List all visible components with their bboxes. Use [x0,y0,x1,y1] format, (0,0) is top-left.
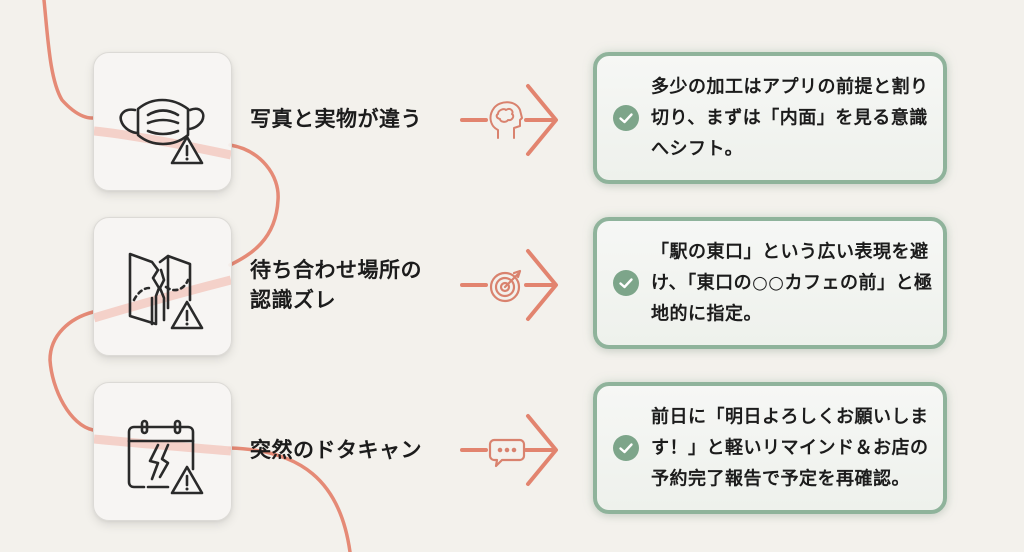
check-circle-icon [613,105,639,131]
solution-text: 前日に「明日よろしくお願いします！」と軽いリマインド＆お店の予約完了報告で予定を… [651,406,929,490]
solution-text: 「駅の東口」という広い表現を避け、「東口の○○カフェの前」と極地的に指定。 [651,241,933,325]
problem-icon-tile [93,52,232,191]
chat-bubble-icon [488,438,526,468]
broken-map-warning-icon [94,252,231,330]
row-3: 突然のドタキャン 前日に「明日よろしくお願いします！」と軽いリマインド＆お店の予… [0,370,1024,530]
solution-card: 「駅の東口」という広い表現を避け、「東口の○○カフェの前」と極地的に指定。 [593,217,947,349]
broken-calendar-warning-icon [94,419,231,495]
problem-label: 写真と実物が違う [250,107,422,131]
solution-text: 多少の加工はアプリの前提と割り切り、まずは「内面」を見る意識へシフト。 [651,76,929,160]
problem-icon-tile [93,382,232,521]
brain-head-icon [489,101,523,139]
row-1: 写真と実物が違う 多少の加工はアプリの前提と割り切り、まずは「内面」を見る意識へ… [0,40,1024,200]
arrow-connector [460,80,560,160]
warning-icon [170,135,204,165]
problem-icon-tile [93,217,232,356]
check-circle-icon [613,270,639,296]
target-icon [489,269,522,303]
warning-icon [170,300,204,330]
problem-label: 待ち合わせ場所の 認識ズレ [250,258,422,312]
arrow-connector [460,245,560,325]
solution-card: 前日に「明日よろしくお願いします！」と軽いリマインド＆お店の予約完了報告で予定を… [593,382,947,514]
row-2: 待ち合わせ場所の 認識ズレ 「駅の東口」という広い表現を避け、「東口の○○カフェ… [0,205,1024,365]
problem-label: 突然のドタキャン [250,438,422,462]
check-circle-icon [613,435,639,461]
face-mask-warning-icon [94,98,231,165]
arrow-connector [460,410,560,490]
solution-card: 多少の加工はアプリの前提と割り切り、まずは「内面」を見る意識へシフト。 [593,52,947,184]
warning-icon [170,465,204,495]
